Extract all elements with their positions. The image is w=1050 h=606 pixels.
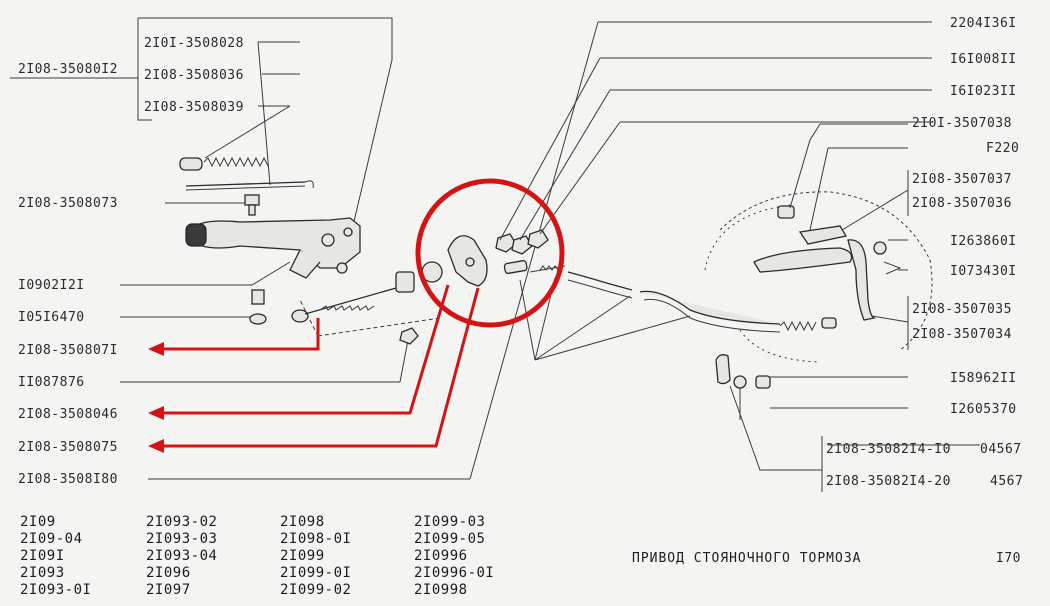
right-label-4: F220 <box>986 141 1019 156</box>
model-item: 2I099 <box>280 548 325 564</box>
model-column-3: 2I099-03 2I099-05 2I0996 2I0996-0I 2I099… <box>414 514 494 598</box>
model-item: 2I098-0I <box>280 531 351 547</box>
model-item: 2I093-03 <box>146 531 217 547</box>
brake-lever-part <box>753 205 902 321</box>
small-bolts <box>249 289 267 325</box>
right-label-8: I073430I <box>950 264 1017 279</box>
assembly-code: 2I08-35080I2 <box>18 62 118 77</box>
left-label-5: I05I6470 <box>18 310 85 325</box>
model-item: 2I0996 <box>414 548 468 564</box>
arrow-to-label-6 <box>148 318 320 356</box>
model-item: 2I09I <box>20 548 65 564</box>
left-label-6: 2I08-350807I <box>18 343 118 358</box>
right-suffix-1: 4567 <box>990 474 1023 489</box>
right-suffix-0: 04567 <box>980 442 1022 457</box>
right-label-0: 2204I36I <box>950 16 1017 31</box>
highlight-circle <box>415 178 565 328</box>
cable-end <box>503 260 566 275</box>
nut-part <box>399 327 419 345</box>
model-column-0: 2I09 2I09-04 2I09I 2I093 2I093-0I <box>20 514 91 598</box>
right-label-12: I2605370 <box>950 402 1017 417</box>
left-label-10: 2I08-3508I80 <box>18 472 118 487</box>
right-label-13: 2I08-35082I4-I0 <box>826 442 951 457</box>
right-label-9: 2I08-3507035 <box>912 302 1012 317</box>
model-item: 2I099-0I <box>280 565 351 581</box>
right-label-11: I58962II <box>950 371 1017 386</box>
right-label-1: I6I008II <box>950 52 1017 67</box>
model-item: 2I093-0I <box>20 582 91 598</box>
left-label-2: 2I08-3508039 <box>144 100 244 115</box>
left-label-1: 2I08-3508036 <box>144 68 244 83</box>
right-leaders <box>620 121 932 492</box>
model-item: 2I093-02 <box>146 514 217 530</box>
equalizer-part <box>447 235 488 287</box>
right-label-5: 2I08-3507037 <box>912 172 1012 187</box>
model-item: 2I097 <box>146 582 191 598</box>
model-item: 2I0998 <box>414 582 468 598</box>
dashed-guides <box>299 299 441 337</box>
page-number: I70 <box>996 551 1021 566</box>
right-label-3: 2I0I-3507038 <box>912 116 1012 131</box>
right-label-2: I6I023II <box>950 84 1017 99</box>
arrow-to-label-8 <box>148 284 450 420</box>
model-item: 2I09-04 <box>20 531 83 547</box>
diagram-title: ПРИВОД СТОЯНОЧНОГО ТОРМОЗА <box>632 551 862 566</box>
model-column-2: 2I098 2I098-0I 2I099 2I099-0I 2I099-02 <box>280 514 351 598</box>
lower-clip-parts <box>715 354 771 389</box>
left-leaders <box>120 21 932 480</box>
model-item: 2I093-04 <box>146 548 217 564</box>
left-label-9: 2I08-3508075 <box>18 440 118 455</box>
spring-part <box>179 156 269 171</box>
left-label-3: 2I08-3508073 <box>18 196 118 211</box>
right-label-10: 2I08-3507034 <box>912 327 1012 342</box>
brake-backplate <box>704 191 933 363</box>
left-bracket-group <box>10 17 393 231</box>
model-item: 2I096 <box>146 565 191 581</box>
bolt-part <box>244 194 260 216</box>
model-item: 2I09 <box>20 514 56 530</box>
model-item: 2I093 <box>20 565 65 581</box>
model-item: 2I099-02 <box>280 582 351 598</box>
right-label-7: I263860I <box>950 234 1017 249</box>
model-item: 2I099-05 <box>414 531 485 547</box>
left-label-4: I0902I2I <box>18 278 85 293</box>
model-item: 2I0996-0I <box>414 565 494 581</box>
handbrake-lever <box>185 217 361 279</box>
model-item: 2I099-03 <box>414 514 485 530</box>
left-label-8: 2I08-3508046 <box>18 407 118 422</box>
model-item: 2I098 <box>280 514 325 530</box>
cable-lower <box>639 290 837 333</box>
model-column-1: 2I093-02 2I093-03 2I093-04 2I096 2I097 <box>146 514 217 598</box>
right-label-14: 2I08-35082I4-20 <box>826 474 951 489</box>
arrow-to-label-9 <box>148 287 480 453</box>
right-label-6: 2I08-3507036 <box>912 196 1012 211</box>
cable-upper <box>567 271 633 299</box>
left-label-0: 2I0I-3508028 <box>144 36 244 51</box>
rod-part <box>185 180 314 191</box>
left-label-7: II087876 <box>18 375 85 390</box>
adjuster-rod <box>291 261 443 323</box>
